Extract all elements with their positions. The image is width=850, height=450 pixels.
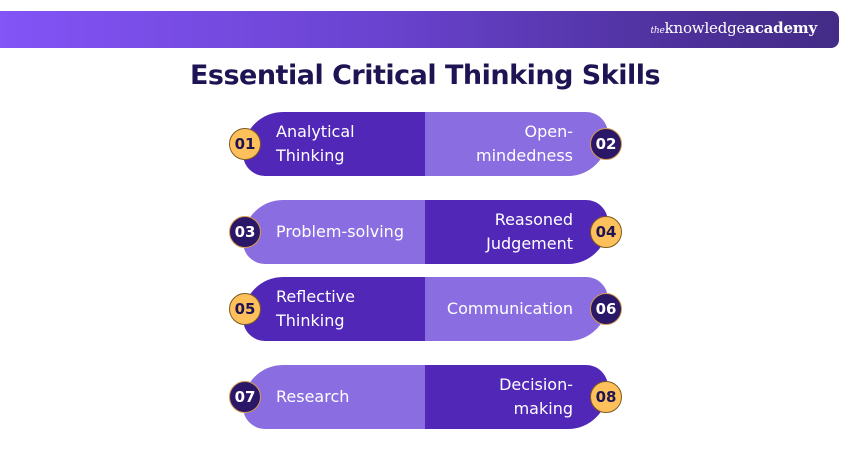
skill-label-06: Communication: [446, 299, 573, 318]
brand-logo: theknowledgeacademy: [650, 19, 817, 37]
skill-label-01-line1: Analytical: [276, 122, 355, 141]
number-badge-04: 04: [590, 216, 622, 248]
skill-card-02: Open-mindedness: [425, 112, 608, 176]
skill-label-04-line2: Judgement: [486, 234, 573, 253]
skill-card-08: Decision-making: [425, 365, 608, 429]
skill-label-01-line2: Thinking: [276, 146, 345, 165]
skill-label-05-line1: Reflective: [276, 287, 355, 306]
number-badge-01: 01: [229, 128, 261, 160]
skill-label-08-line1: Decision-: [499, 375, 573, 394]
brand-knowledge: knowledge: [664, 19, 746, 37]
number-badge-07: 07: [229, 381, 261, 413]
number-badge-06: 06: [590, 293, 622, 325]
brand-prefix: the: [650, 26, 665, 36]
number-badge-08: 08: [590, 381, 622, 413]
number-badge-02: 02: [590, 128, 622, 160]
skill-label-02-line2: mindedness: [476, 146, 573, 165]
header-banner: theknowledgeacademy: [0, 11, 839, 48]
number-badge-05: 05: [229, 293, 261, 325]
skill-label-04-line1: Reasoned: [494, 210, 573, 229]
page-title: Essential Critical Thinking Skills: [189, 60, 661, 91]
skill-label-02-line1: Open-: [524, 122, 573, 141]
brand-academy: academy: [745, 19, 817, 37]
skill-row-4: Research Decision-making 07 08: [229, 365, 622, 429]
skill-card-03: Problem-solving: [243, 200, 425, 264]
skill-label-08-line2: making: [513, 399, 573, 418]
skill-card-06: Communication: [425, 277, 608, 341]
skill-label-07: Research: [276, 387, 350, 406]
skill-label-03: Problem-solving: [276, 222, 404, 241]
skill-label-05-line2: Thinking: [276, 311, 345, 330]
number-badge-03: 03: [229, 216, 261, 248]
skill-card-07: Research: [243, 365, 425, 429]
